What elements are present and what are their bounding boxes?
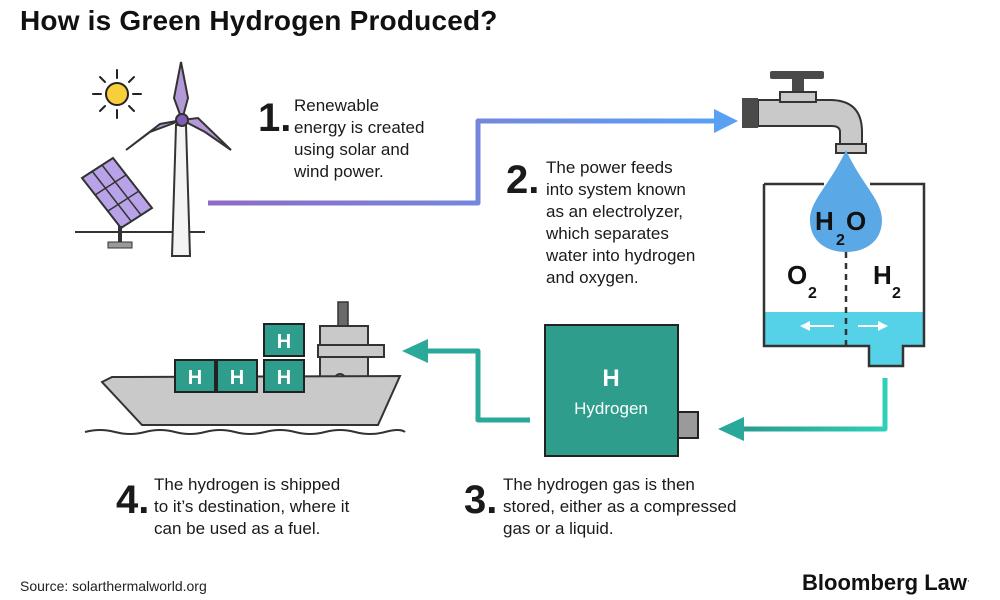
oxygen-label: O xyxy=(787,260,807,290)
step-3-line: stored, either as a compressed xyxy=(503,497,737,516)
shipping-flow-arrow xyxy=(402,339,530,423)
brand-logo: Bloomberg Law. xyxy=(802,570,970,596)
water-o-label: O xyxy=(846,206,866,236)
trademark-mark: . xyxy=(967,573,970,585)
step-2-line: and oxygen. xyxy=(546,268,639,287)
step-4-line: The hydrogen is shipped xyxy=(154,475,341,494)
step-3-line: gas or a liquid. xyxy=(503,519,614,538)
source-credit: Source: solarthermalworld.org xyxy=(20,578,207,594)
electrolyzer-icon xyxy=(762,182,926,368)
sun-icon xyxy=(92,69,142,119)
step-1-line: Renewable xyxy=(294,96,380,115)
step-1-line: wind power. xyxy=(294,162,384,181)
energy-flow-arrow xyxy=(208,109,738,206)
step-2-line: water into hydrogen xyxy=(546,246,696,265)
water-drop-icon xyxy=(810,150,882,252)
faucet-icon xyxy=(742,71,867,154)
step-2-number: 2. xyxy=(506,158,540,202)
step-1-number: 1. xyxy=(258,96,292,140)
step-2-text: The power feeds into system known as an … xyxy=(546,157,695,289)
step-1-line: using solar and xyxy=(294,140,410,159)
step-1-line: energy is created xyxy=(294,118,425,137)
step-3-text: The hydrogen gas is then stored, either … xyxy=(503,474,736,540)
container-h-label: H xyxy=(277,367,291,389)
hydrogen-flow-arrow xyxy=(718,378,888,441)
container-h-label: H xyxy=(277,331,291,353)
page-title: How is Green Hydrogen Produced? xyxy=(20,5,498,36)
water-sub-label: 2 xyxy=(836,232,845,249)
step-1-text: Renewable energy is created using solar … xyxy=(294,95,424,183)
tank-h-label: H xyxy=(602,365,619,392)
oxygen-sub-label: 2 xyxy=(808,285,817,302)
step-2-line: as an electrolyzer, xyxy=(546,202,684,221)
step-4-line: to it’s destination, where it xyxy=(154,497,350,516)
step-4-line: can be used as a fuel. xyxy=(154,519,321,538)
cargo-ship-icon xyxy=(84,301,406,435)
step-3-number: 3. xyxy=(464,478,498,522)
container-h-label: H xyxy=(188,367,202,389)
hydrogen-gas-label: H xyxy=(873,260,892,290)
brand-name: Bloomberg Law xyxy=(802,570,968,595)
hydrogen-sub-label: 2 xyxy=(892,285,901,302)
step-3-line: The hydrogen gas is then xyxy=(503,475,695,494)
water-h-label: H xyxy=(815,206,834,236)
solar-panel-icon xyxy=(80,156,154,249)
step-2-line: The power feeds xyxy=(546,158,673,177)
step-4-text: The hydrogen is shipped to it’s destinat… xyxy=(154,474,349,540)
container-h-label: H xyxy=(230,367,244,389)
step-4-number: 4. xyxy=(116,478,150,522)
wind-turbine-icon xyxy=(125,61,232,257)
tank-label: Hydrogen xyxy=(574,399,648,418)
step-2-line: into system known xyxy=(546,180,686,199)
step-2-line: which separates xyxy=(546,224,669,243)
hydrogen-tank-icon xyxy=(544,324,699,457)
